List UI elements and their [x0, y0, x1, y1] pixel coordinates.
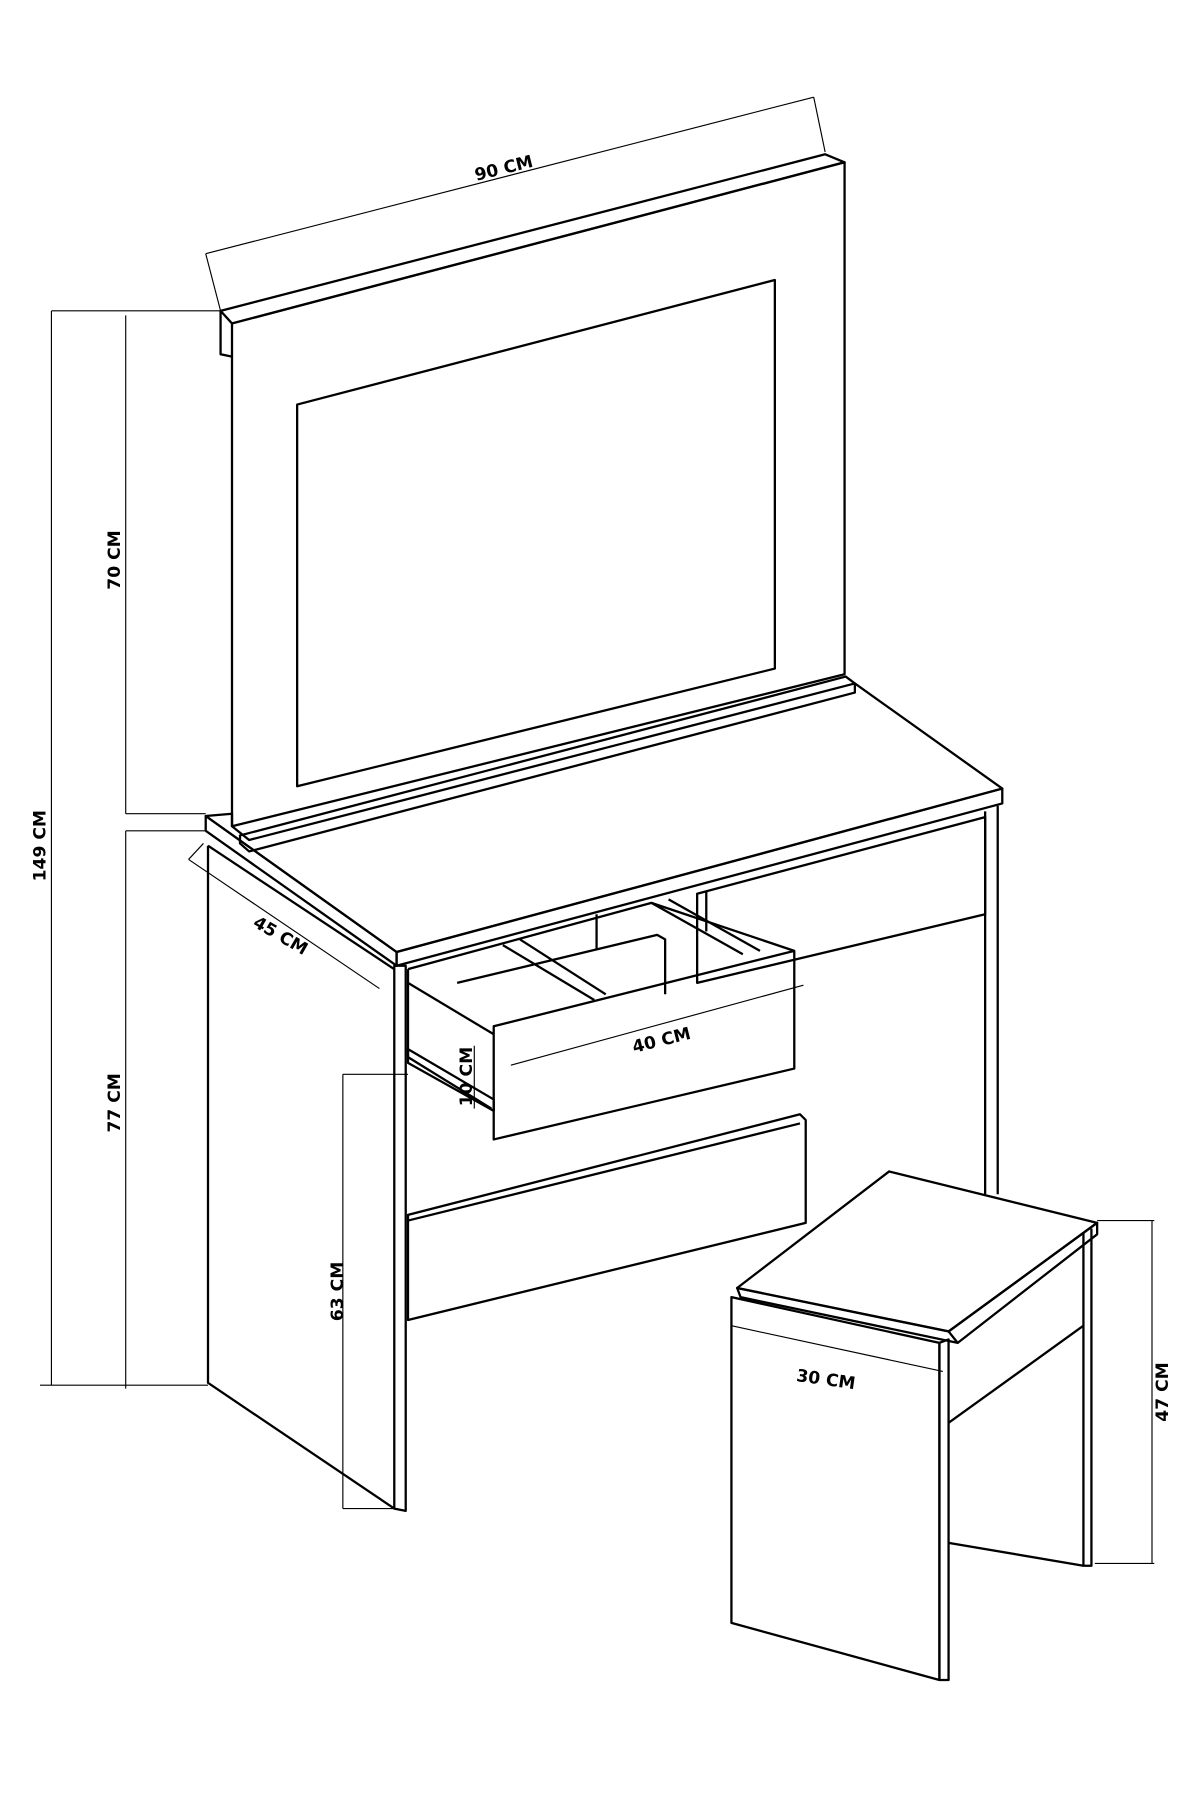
dim-stool-width: 30 CM: [795, 1366, 857, 1394]
dim-mirror-width: 90 CM: [473, 152, 535, 186]
dim-knee-height: 63 CM: [328, 1262, 348, 1321]
left-side-panel: [206, 844, 407, 1512]
dim-mirror-height: 70 CM: [105, 530, 125, 589]
open-drawer: [406, 898, 796, 1141]
mirror-base-rail: [238, 675, 856, 853]
dim-table-depth: 45 CM: [249, 913, 310, 960]
mirror-glass: [295, 278, 776, 788]
right-leg: [696, 805, 999, 1195]
dim-drawer-height: 10 CM: [457, 1047, 477, 1106]
mirror-panel: [219, 153, 846, 828]
dim-stool-height: 47 CM: [1153, 1362, 1173, 1421]
dimension-lines: [40, 96, 1155, 1564]
right-drawer-front: [696, 816, 987, 984]
dim-table-height: 77 CM: [105, 1073, 125, 1132]
dim-drawer-width: 40 CM: [630, 1024, 692, 1058]
dim-total-height: 149 CM: [31, 810, 51, 881]
stool: [730, 1170, 1099, 1682]
lower-rail: [406, 1113, 807, 1322]
